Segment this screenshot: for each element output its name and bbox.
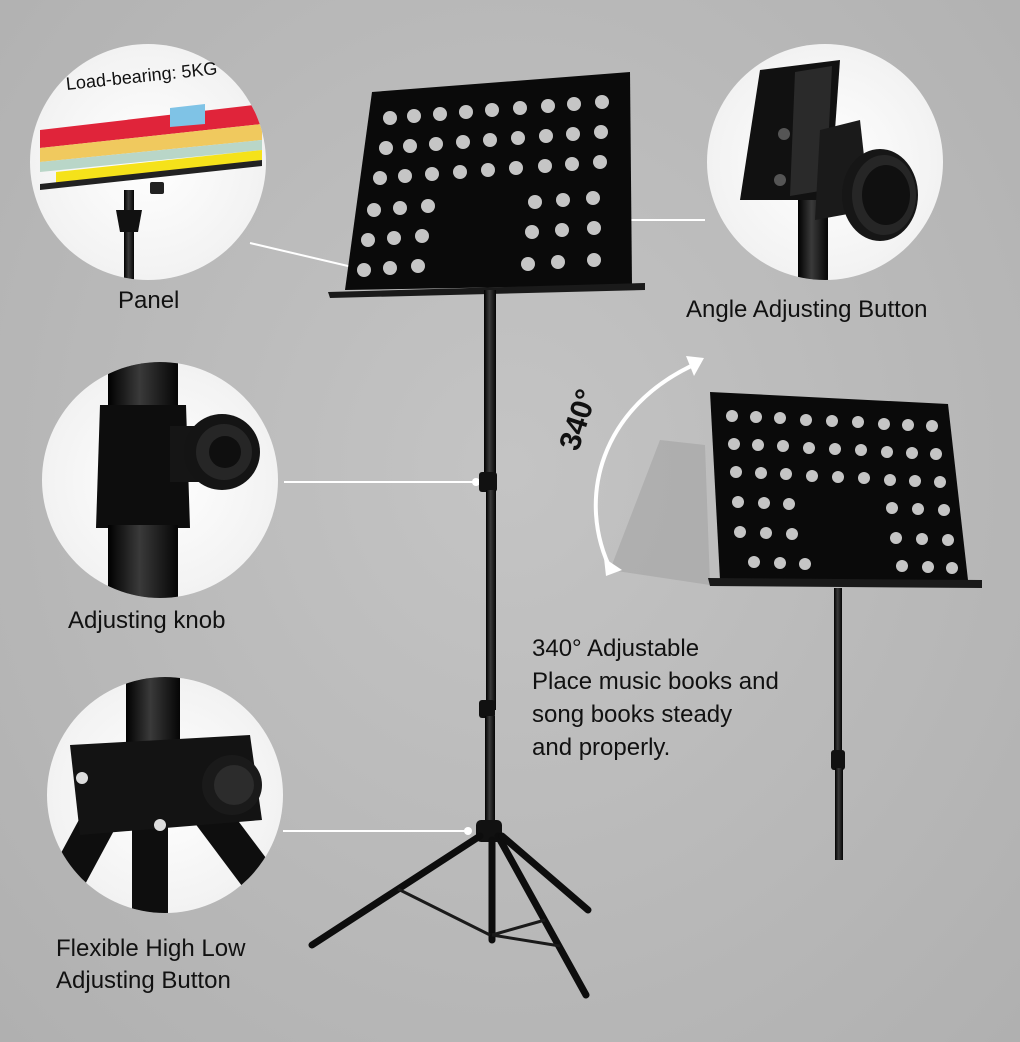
rotation-description-line3: song books steady	[532, 701, 733, 728]
flexible-button-circle	[47, 677, 283, 913]
angle-button-label: Angle Adjusting Button	[686, 296, 928, 323]
flexible-button-label-line2: Adjusting Button	[56, 967, 231, 994]
adjusting-knob-circle	[42, 362, 278, 598]
flexible-button-label: Flexible High Low Adjusting Button	[56, 933, 245, 997]
rotation-description-line4: and properly.	[532, 734, 671, 761]
rotated-stand	[593, 356, 982, 860]
panel-holes	[357, 95, 609, 277]
angle-button-circle	[707, 44, 943, 280]
rotation-description-line1: 340° Adjustable	[532, 635, 700, 662]
panel-detail-circle	[30, 44, 266, 280]
rotation-description-line2: Place music books and	[532, 668, 779, 695]
flexible-button-label-line1: Flexible High Low	[56, 935, 246, 962]
adjusting-knob-label: Adjusting knob	[68, 607, 226, 634]
rotation-description: 340° Adjustable Place music books and so…	[532, 632, 779, 764]
main-stand	[308, 72, 645, 999]
panel-label: Panel	[118, 287, 180, 314]
